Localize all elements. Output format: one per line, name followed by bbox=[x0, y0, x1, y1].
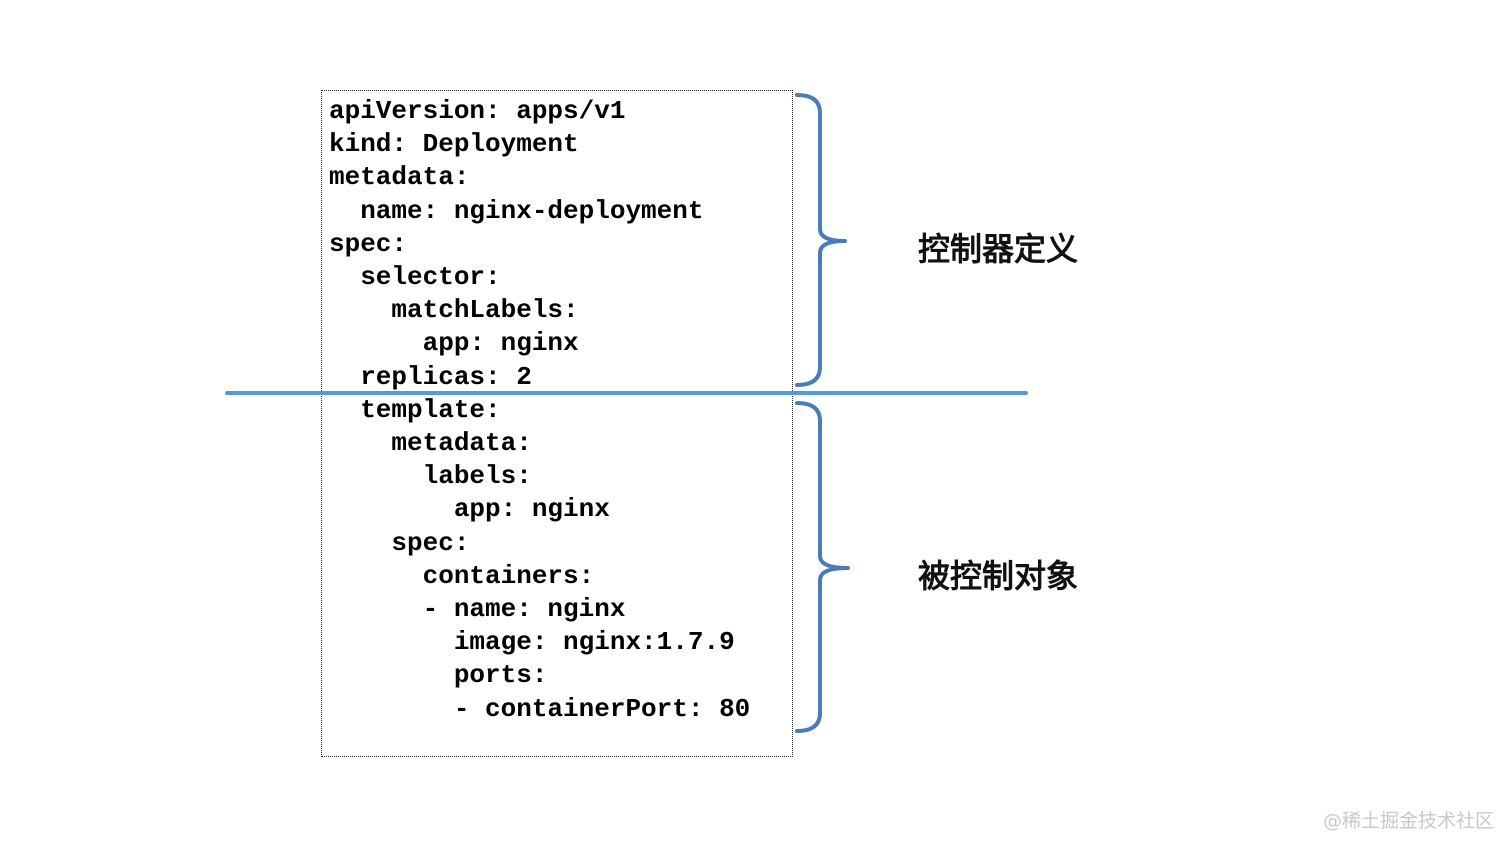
label-controlled-object: 被控制对象 bbox=[918, 557, 1079, 595]
section-divider-line bbox=[225, 391, 1028, 395]
bottom-brace-icon bbox=[795, 401, 850, 733]
yaml-code-box: apiVersion: apps/v1 kind: Deployment met… bbox=[321, 90, 793, 757]
watermark-text: @稀土掘金技术社区 bbox=[1323, 810, 1495, 832]
curly-braces-graphic bbox=[795, 93, 850, 733]
top-brace-icon bbox=[795, 93, 847, 387]
label-controller-definition: 控制器定义 bbox=[918, 230, 1079, 268]
yaml-code: apiVersion: apps/v1 kind: Deployment met… bbox=[329, 96, 751, 724]
